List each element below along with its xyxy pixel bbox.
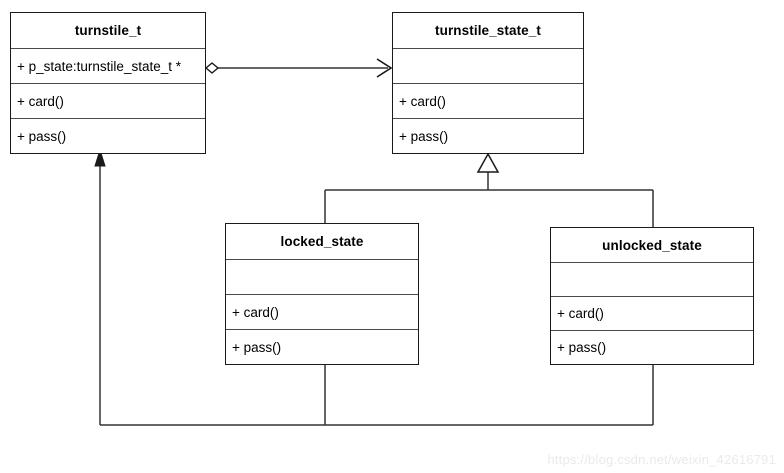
filled-arrow-marker — [94, 148, 106, 167]
class-attribute-row: + p_state:turnstile_state_t * — [11, 49, 205, 84]
class-operation-row: + card() — [393, 84, 583, 119]
class-operation-row: + card() — [11, 84, 205, 119]
class-title-turnstile-state-t: turnstile_state_t — [393, 13, 583, 49]
class-title-turnstile-t: turnstile_t — [11, 13, 205, 49]
class-attribute-row — [393, 49, 583, 84]
class-operation-row: + pass() — [17, 128, 67, 144]
hollow-diamond-marker — [204, 62, 220, 74]
class-operation-row: + card() — [551, 297, 753, 331]
class-operation-row: + pass() — [232, 339, 282, 355]
class-operation-row: + pass() — [557, 340, 607, 355]
class-title-unlocked-state: unlocked_state — [551, 228, 753, 263]
class-attribute-row — [226, 260, 418, 295]
class-box-turnstile-state-t[interactable]: turnstile_state_t + card() + pass() — [392, 12, 584, 154]
class-operation-row: + pass() — [399, 128, 449, 144]
class-attribute-row — [551, 263, 753, 297]
class-box-turnstile-t[interactable]: turnstile_t + p_state:turnstile_state_t … — [10, 12, 206, 154]
hollow-triangle-marker — [476, 152, 500, 173]
back-association-connector — [94, 148, 654, 426]
aggregation-connector — [204, 58, 393, 78]
generalization-connector — [324, 152, 654, 227]
watermark-text: https://blog.csdn.net/weixin_42616791 — [547, 452, 776, 467]
class-operation-row: + card() — [226, 295, 418, 330]
class-title-locked-state: locked_state — [226, 224, 418, 260]
class-box-unlocked-state[interactable]: unlocked_state + card() + pass() — [550, 227, 754, 365]
open-arrow-marker — [376, 58, 393, 78]
class-box-locked-state[interactable]: locked_state + card() + pass() — [225, 223, 419, 365]
